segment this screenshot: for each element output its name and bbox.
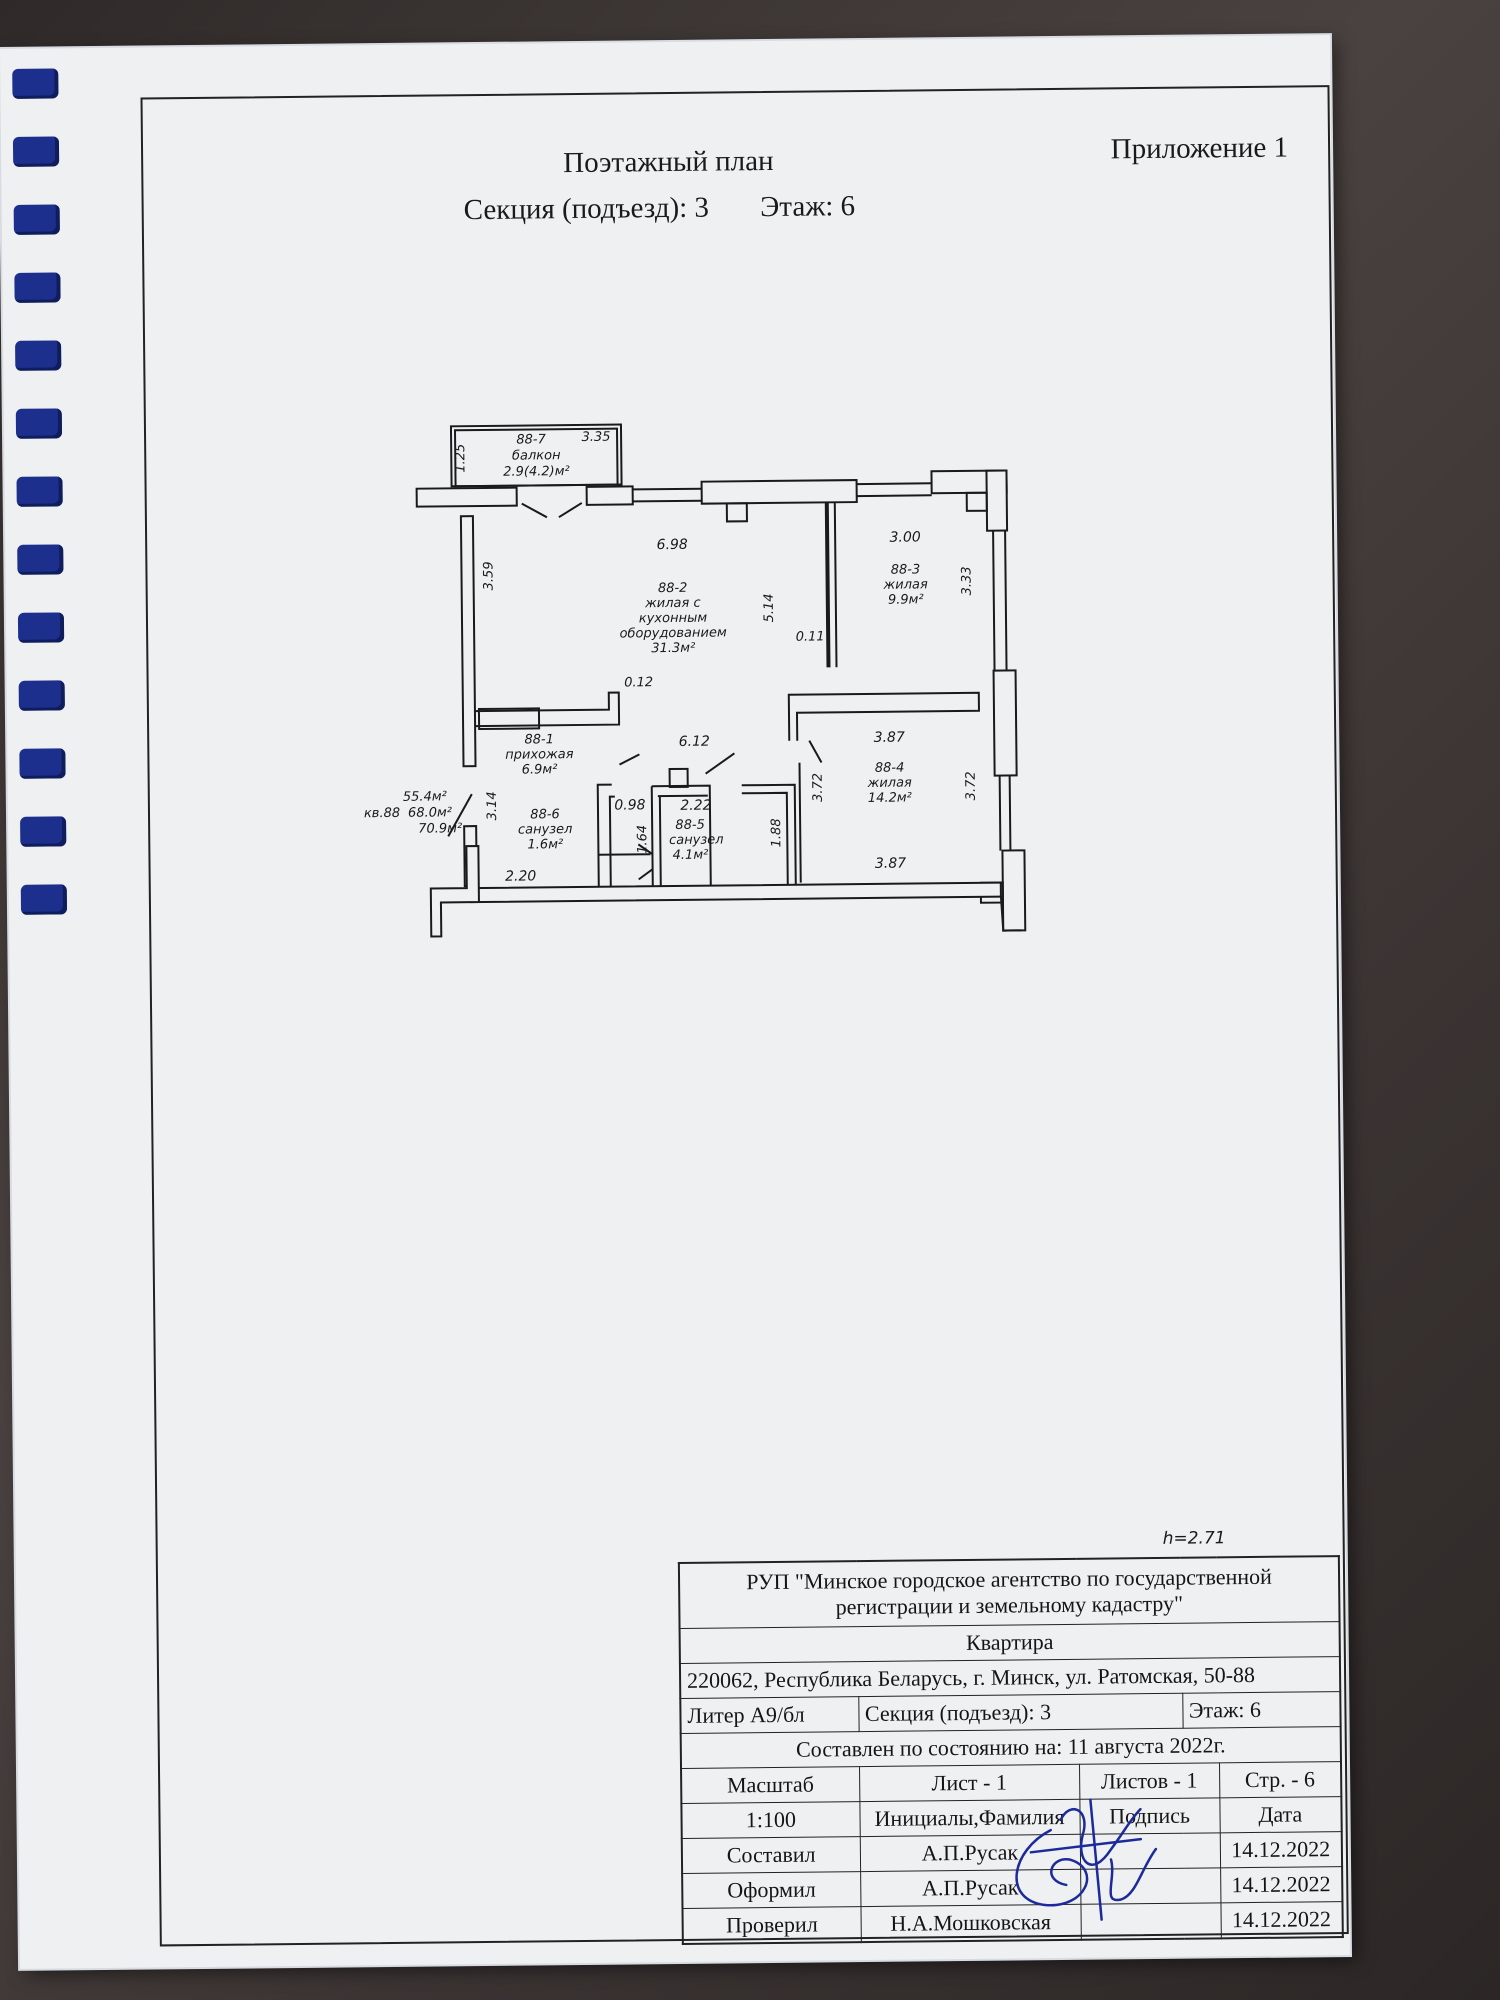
room3-height: 3.33	[959, 566, 974, 595]
totals-living: 55.4м²	[403, 789, 447, 804]
stamp-page: Стр. - 6	[1218, 1761, 1342, 1798]
room3-area: 9.9м²	[888, 592, 924, 607]
stamp-role: Проверил	[682, 1906, 861, 1944]
stamp-date: 14.12.2022	[1220, 1866, 1343, 1903]
room4-id: 88-4	[875, 761, 905, 776]
appendix-label: Приложение 1	[1110, 131, 1289, 166]
totals-apt-label: кв.88	[364, 806, 400, 821]
room4-area: 14.2м²	[868, 791, 912, 806]
living-kitchen-width: 6.98	[657, 537, 688, 553]
living-kitchen-name-2: кухонным	[639, 611, 708, 627]
living-kitchen-wall: 0.11	[796, 629, 825, 644]
room4-width-bottom: 3.87	[875, 856, 906, 872]
bath6-area: 1.6м²	[527, 837, 563, 852]
stamp-date-label: Дата	[1219, 1796, 1342, 1833]
spiral-binding	[0, 68, 80, 989]
stamp-role: Составил	[681, 1836, 861, 1874]
stamp-liter: Литер А9/бл	[680, 1696, 859, 1734]
balcony-depth: 1.25	[453, 444, 468, 473]
hall-bottom: 2.20	[505, 868, 536, 884]
room3-id: 88-3	[891, 562, 921, 577]
page-title: Поэтажный план	[563, 144, 774, 180]
section-floor-line: Секция (подъезд): 3 Этаж: 6	[464, 190, 900, 228]
stamp-date: 14.12.2022	[1219, 1831, 1343, 1868]
totals-gross: 70.9м²	[418, 821, 462, 836]
floor-label: Этаж: 6	[760, 190, 856, 224]
stamp-date: 14.12.2022	[1220, 1901, 1343, 1939]
stamp-organization: РУП "Минское городское агентство по госу…	[678, 1556, 1340, 1629]
room4-name: жилая	[867, 776, 913, 791]
page-frame: Поэтажный план Секция (подъезд): 3 Этаж:…	[140, 85, 1349, 1947]
stamp-floor: Этаж: 6	[1182, 1691, 1341, 1729]
bath6-width: 0.98	[614, 797, 645, 813]
ceiling-height: h=2.71	[1162, 1528, 1226, 1549]
floor-plan: 88-7 балкон 2.9(4.2)м² 3.35 1.25 6.98 88…	[364, 423, 1027, 938]
room3-width: 3.00	[889, 529, 920, 545]
balcony-area: 2.9(4.2)м²	[503, 464, 570, 480]
section-label: Секция (подъезд): 3	[463, 191, 710, 227]
bath5-area: 4.1м²	[673, 848, 709, 863]
balcony-id: 88-7	[516, 432, 546, 447]
hall-id: 88-1	[524, 732, 554, 747]
hall-area: 6.9м²	[522, 762, 558, 777]
bath5-height: 1.88	[769, 818, 784, 847]
bath6-name: санузел	[518, 822, 573, 838]
room3-name: жилая	[882, 577, 928, 592]
balcony-name: балкон	[512, 448, 561, 464]
stamp-role: Оформил	[682, 1871, 861, 1909]
document-page: Поэтажный план Секция (подъезд): 3 Этаж:…	[0, 35, 1351, 1969]
hall-width: 6.12	[679, 734, 710, 750]
room4-width-top: 3.87	[874, 730, 905, 746]
living-kitchen-height: 5.14	[762, 593, 777, 622]
living-kitchen-name-1: жилая с	[644, 596, 701, 612]
living-kitchen-area: 31.3м²	[651, 641, 695, 656]
bath5-width: 2.22	[680, 798, 711, 814]
balcony-width: 3.35	[582, 430, 611, 445]
totals-total: 68.0м²	[408, 805, 452, 820]
living-kitchen-notch: 0.12	[624, 675, 653, 690]
bath6-id: 88-6	[530, 807, 560, 822]
room4-height-left: 3.72	[811, 773, 826, 802]
stamp-scale-label: Масштаб	[681, 1766, 860, 1804]
hall-name: прихожая	[505, 747, 574, 763]
hall-height: 3.14	[485, 791, 500, 820]
stamp-scale: 1:100	[681, 1801, 860, 1839]
stamp-section: Секция (подъезд): 3	[858, 1693, 1183, 1732]
bath6-height: 1.64	[635, 825, 650, 854]
bath5-id: 88-5	[675, 818, 705, 833]
handwritten-signature	[1015, 1798, 1158, 1921]
living-kitchen-left: 3.59	[481, 561, 496, 590]
bath5-name: санузел	[669, 832, 724, 848]
room4-height-right: 3.72	[964, 771, 979, 800]
living-kitchen-id: 88-2	[658, 581, 688, 596]
living-kitchen-name-3: оборудованием	[619, 625, 727, 641]
